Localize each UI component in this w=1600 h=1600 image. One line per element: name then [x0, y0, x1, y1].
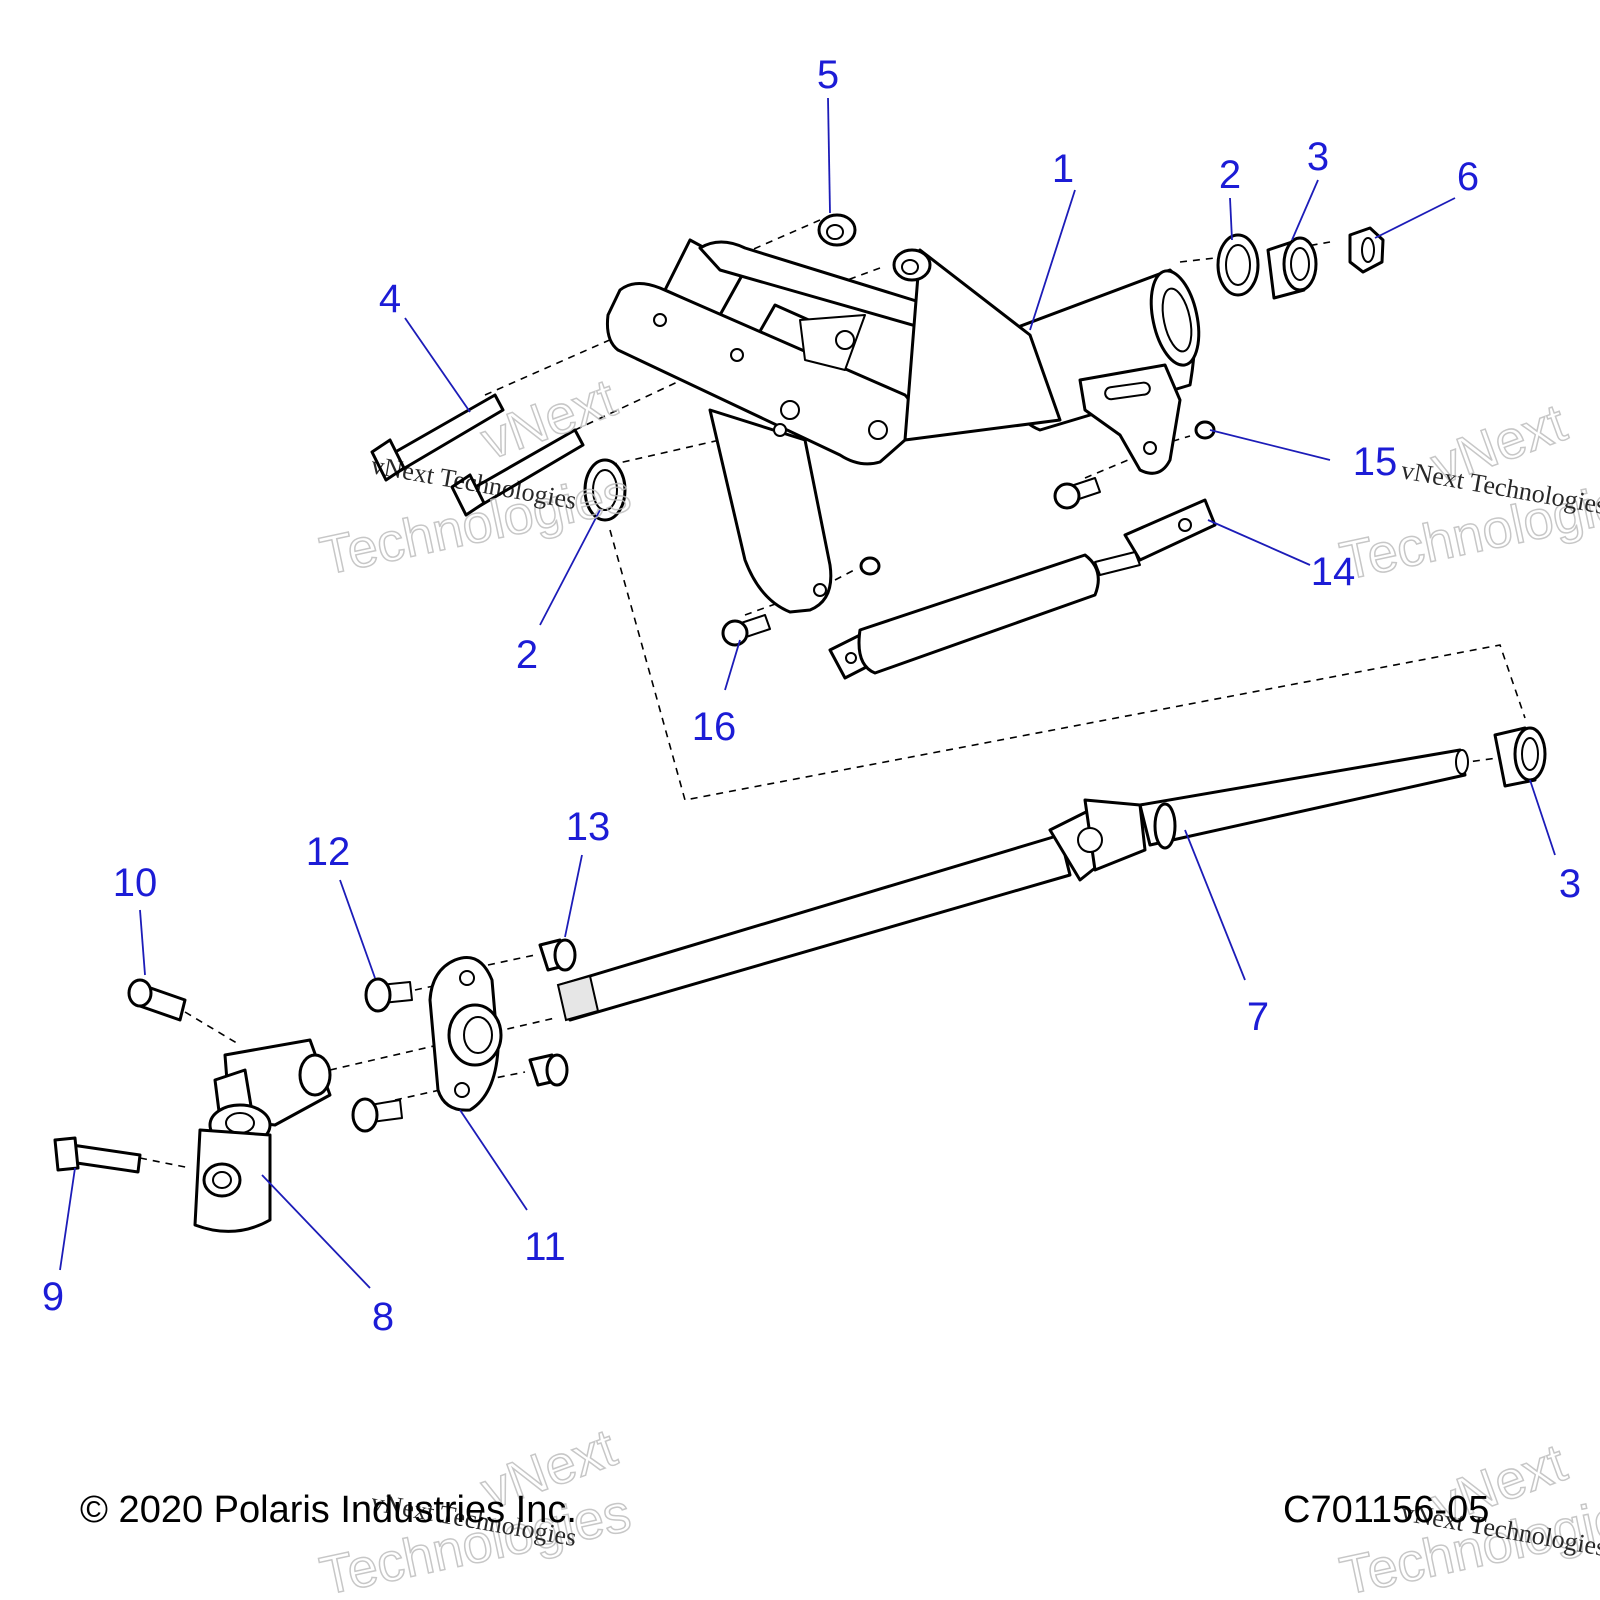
callout-8: 8: [372, 1295, 394, 1339]
copyright-text: © 2020 Polaris Industries Inc.: [80, 1489, 577, 1531]
part-2-bushings: [583, 233, 1260, 522]
part-1-tilt-bracket: [606, 238, 1201, 614]
callout-9: 9: [42, 1275, 64, 1319]
watermarks: vNext Technologies vNext Technologies vN…: [314, 367, 1600, 1600]
part-6-nut: [1348, 226, 1385, 274]
part-10-bolt: [127, 978, 187, 1022]
part-5-nuts: [817, 213, 932, 282]
callout-4: 4: [379, 277, 401, 321]
callout-5: 5: [817, 53, 839, 97]
leader-lines: [59, 97, 1556, 1289]
drawing-code: C701156-05: [1283, 1489, 1489, 1531]
part-11-flange-bearing: [428, 956, 503, 1112]
callout-16: 16: [692, 705, 737, 749]
callout-10: 10: [113, 861, 158, 905]
callout-14: 14: [1311, 550, 1356, 594]
callout-3-right: 3: [1559, 862, 1581, 906]
callout-15: 15: [1353, 440, 1398, 484]
callout-1: 1: [1052, 147, 1074, 191]
part-16-screws: [721, 477, 1101, 647]
callout-11: 11: [524, 1225, 566, 1269]
part-15-nut: [859, 420, 1216, 576]
callout-2-left: 2: [516, 633, 538, 677]
part-12-bolts: [351, 977, 413, 1133]
part-8-u-joint: [193, 1038, 332, 1233]
part-4-bolts: [370, 393, 585, 517]
part-7-steering-shaft: [556, 748, 1469, 1022]
callout-3-top: 3: [1307, 135, 1329, 179]
part-9-bolt: [53, 1136, 142, 1174]
callout-6: 6: [1457, 155, 1479, 199]
callout-7: 7: [1247, 995, 1269, 1039]
callout-2-top: 2: [1219, 153, 1241, 197]
part-13-nuts: [528, 938, 577, 1087]
callout-13: 13: [566, 805, 611, 849]
part-14-gas-strut: [828, 498, 1217, 680]
callout-labels: 1 2 3 6 5 4 15 14 2 16 3 7 13 12 10 11 9…: [42, 53, 1581, 1339]
callout-12: 12: [306, 830, 351, 874]
